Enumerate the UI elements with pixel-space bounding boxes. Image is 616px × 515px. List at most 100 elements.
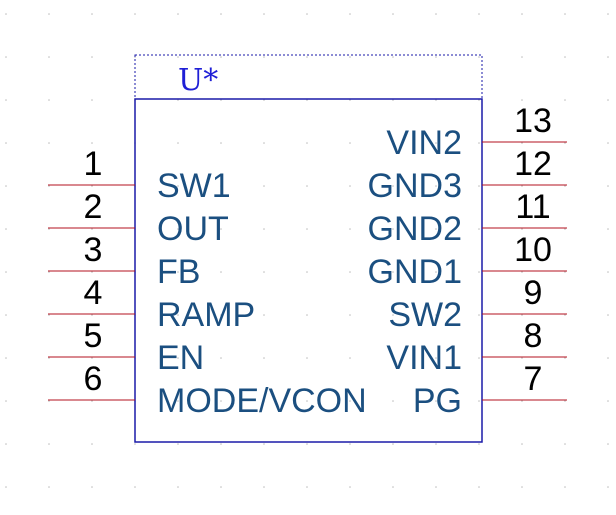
pin-label: VIN1 [386, 339, 462, 377]
grid-dot [564, 99, 566, 101]
grid-dot [435, 357, 437, 359]
pin-number: 4 [84, 274, 103, 312]
grid-dot [134, 443, 136, 445]
grid-dot [91, 486, 93, 488]
grid-dot [521, 400, 523, 402]
grid-dot [5, 142, 7, 144]
grid-dot [5, 271, 7, 273]
grid-dot [48, 357, 50, 359]
grid-dot [521, 185, 523, 187]
grid-dot [564, 443, 566, 445]
grid-dot [607, 314, 609, 316]
grid-dot [392, 13, 394, 15]
grid-dot [607, 443, 609, 445]
grid-dot [220, 486, 222, 488]
grid-dot [349, 314, 351, 316]
grid-dot [607, 13, 609, 15]
pin-label: SW1 [157, 167, 231, 205]
pin-label: GND1 [368, 253, 462, 291]
grid-dot [306, 13, 308, 15]
pin-number: 11 [515, 188, 550, 226]
grid-dot [220, 13, 222, 15]
grid-dot [263, 314, 265, 316]
grid-dot [177, 228, 179, 230]
pin-3[interactable]: 3FB [48, 231, 200, 291]
pin-label: RAMP [157, 296, 255, 334]
pin-number: 12 [514, 145, 552, 183]
grid-dot [5, 185, 7, 187]
grid-dot [177, 314, 179, 316]
grid-dot [306, 314, 308, 316]
grid-dot [564, 13, 566, 15]
grid-dot [435, 486, 437, 488]
grid-dot [478, 185, 480, 187]
grid-dot [220, 443, 222, 445]
grid-dot [349, 357, 351, 359]
grid-dot [5, 400, 7, 402]
pin-label: VIN2 [386, 124, 462, 162]
grid-dot [564, 142, 566, 144]
pin-5[interactable]: 5EN [48, 317, 204, 377]
grid-dot [177, 56, 179, 58]
grid-dot [5, 443, 7, 445]
grid-dot [263, 486, 265, 488]
pin-number: 3 [84, 231, 103, 269]
grid-dot [48, 99, 50, 101]
grid-dot [478, 13, 480, 15]
grid-dot [134, 13, 136, 15]
grid-dot [478, 314, 480, 316]
pin-7[interactable]: 7PG [413, 360, 567, 420]
grid-dot [607, 228, 609, 230]
grid-dot [521, 271, 523, 273]
grid-dot [607, 357, 609, 359]
grid-dot [564, 314, 566, 316]
grid-dot [607, 271, 609, 273]
grid-dot [91, 443, 93, 445]
pin-label: OUT [157, 210, 229, 248]
grid-dot [220, 357, 222, 359]
grid-dot [607, 56, 609, 58]
grid-dot [5, 357, 7, 359]
grid-dot [220, 314, 222, 316]
grid-dot [306, 443, 308, 445]
grid-dot [91, 142, 93, 144]
grid-dot [91, 228, 93, 230]
grid-dot [220, 400, 222, 402]
grid-dot [392, 56, 394, 58]
grid-dot [48, 185, 50, 187]
grid-dot [392, 357, 394, 359]
grid-dot [478, 142, 480, 144]
grid-dot [392, 228, 394, 230]
grid-dot [521, 443, 523, 445]
grid-dot [478, 271, 480, 273]
grid-dot [435, 56, 437, 58]
grid-dot [91, 314, 93, 316]
grid-dot [91, 357, 93, 359]
grid-dot [177, 486, 179, 488]
grid-dot [392, 400, 394, 402]
pin-number: 1 [84, 145, 103, 183]
grid-dot [220, 271, 222, 273]
pin-number: 7 [524, 360, 543, 398]
pin-number: 9 [524, 274, 543, 312]
grid-dot [306, 486, 308, 488]
grid-dot [5, 99, 7, 101]
grid-dot [5, 13, 7, 15]
pin-label: MODE/VCON [157, 382, 367, 420]
grid-dot [177, 443, 179, 445]
grid-dot [263, 357, 265, 359]
grid-dot [478, 486, 480, 488]
grid-dot [48, 228, 50, 230]
grid-dot [392, 486, 394, 488]
